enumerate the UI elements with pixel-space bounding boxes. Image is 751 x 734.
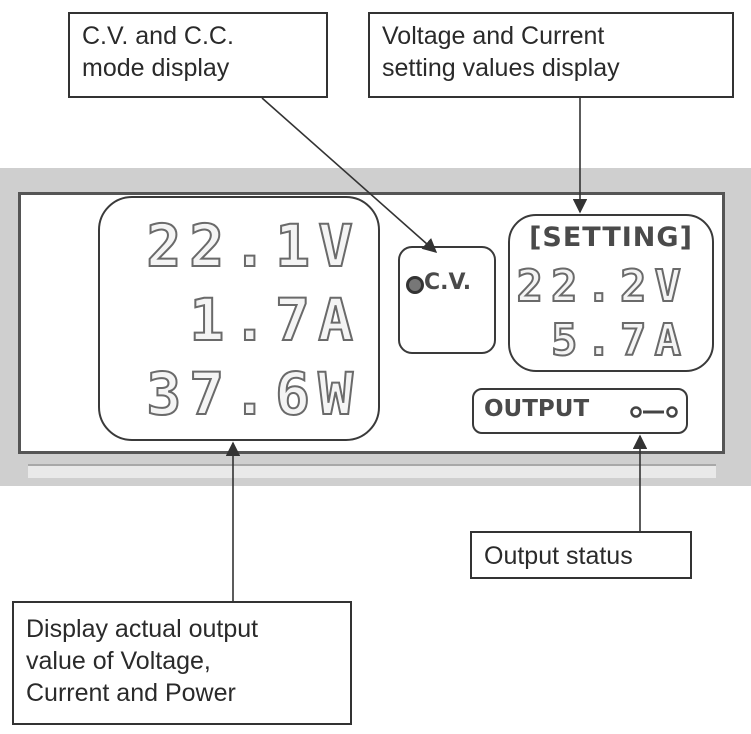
actual-power-readout: 37.6W	[145, 360, 361, 428]
mode-frame	[398, 246, 496, 354]
output-switch-icon	[630, 406, 678, 418]
setting-voltage-readout: 22.2V	[516, 261, 689, 312]
callout-mode-display: C.V. and C.C. mode display	[68, 12, 328, 98]
mode-label: C.V.	[424, 270, 472, 295]
output-label: OUTPUT	[484, 396, 590, 422]
setting-header: [SETTING]	[529, 222, 693, 253]
callout-output-status: Output status	[470, 531, 692, 579]
callout-actual-values: Display actual output value of Voltage, …	[12, 601, 352, 725]
callout-setting-display: Voltage and Current setting values displ…	[368, 12, 734, 98]
setting-values-frame	[508, 214, 714, 372]
actual-voltage-readout: 22.1V	[145, 212, 361, 280]
panel-bezel-lip	[28, 464, 716, 478]
actual-current-readout: 1.7A	[188, 286, 361, 354]
setting-current-readout: 5.7A	[550, 315, 689, 366]
mode-indicator-icon	[406, 276, 424, 294]
